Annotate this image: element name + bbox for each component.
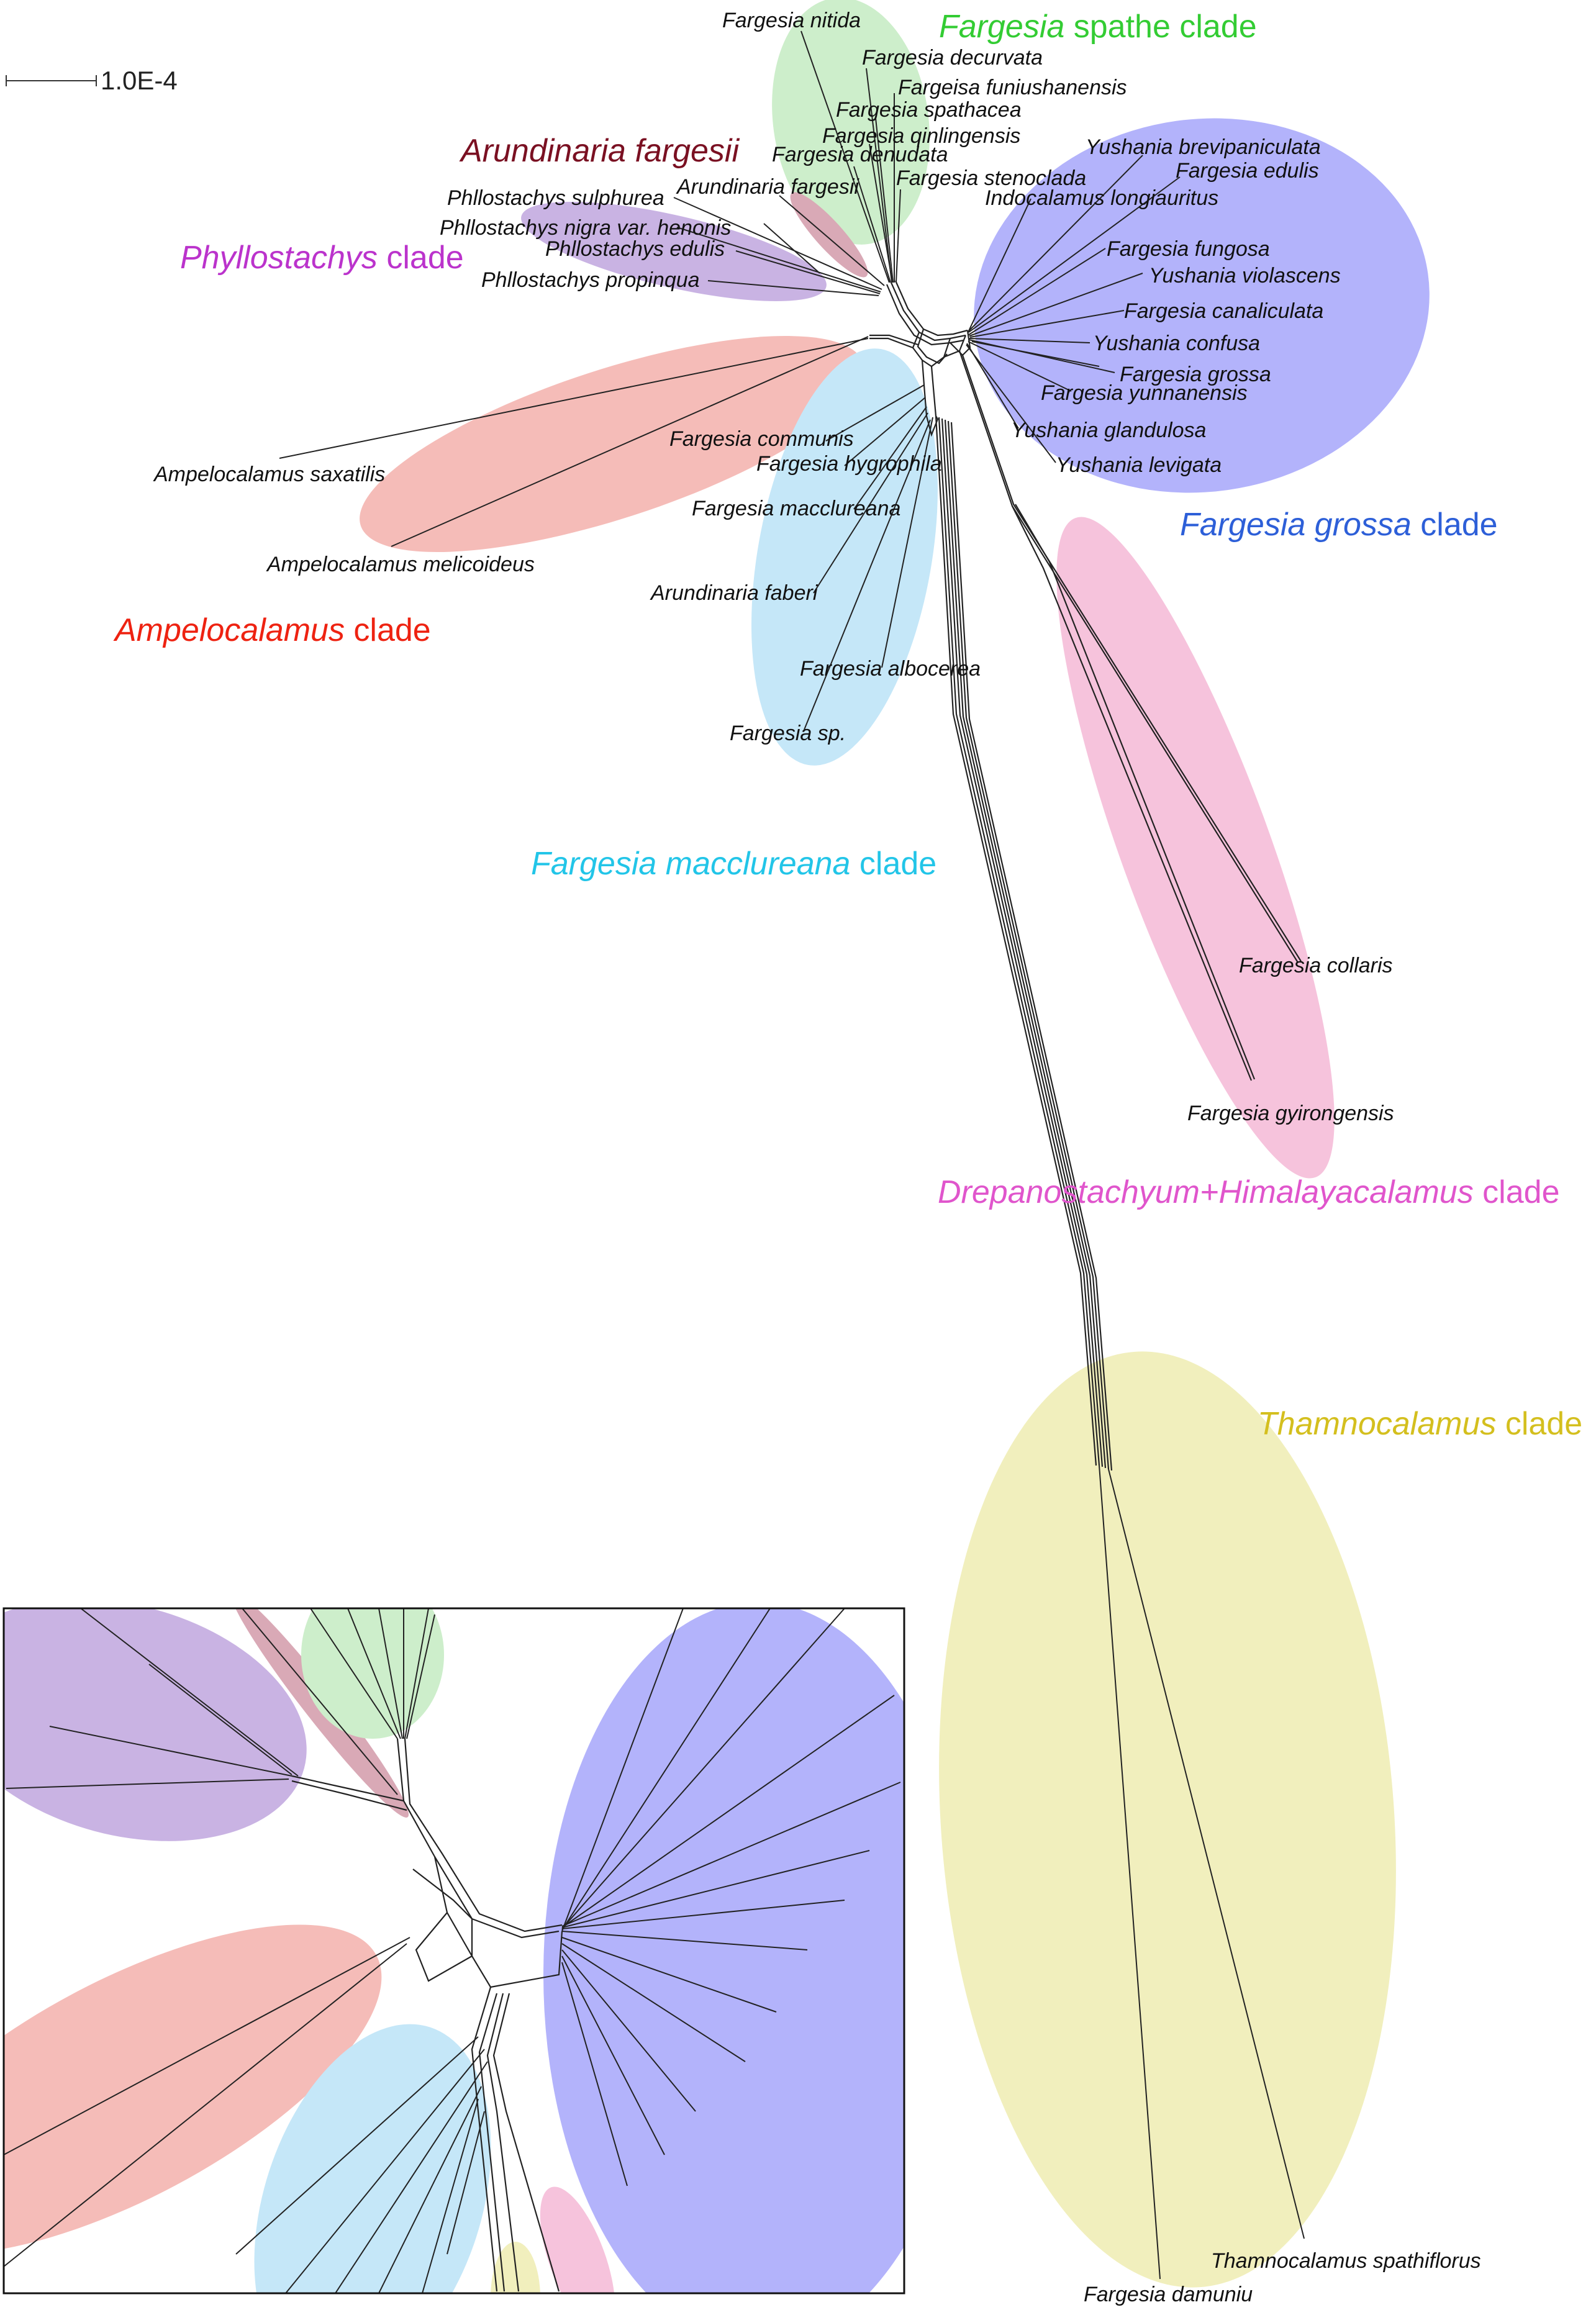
taxon-label: Fargesia grossa — [1120, 363, 1271, 386]
fargesia-spathe-clade-label: Fargesia spathe clade — [939, 9, 1257, 45]
taxon-label: Yushania glandulosa — [1011, 419, 1206, 442]
scale-bar: 1.0E-4 — [6, 66, 178, 95]
taxon-label: Yushania confusa — [1093, 332, 1260, 355]
inset-spathe-ellipse — [301, 1608, 444, 1739]
phyllostachys-clade-label: Phyllostachys clade — [180, 240, 464, 276]
fargesia-macclureana-clade-label: Fargesia macclureana clade — [531, 846, 936, 882]
taxon-label: Ampelocalamus saxatilis — [153, 463, 385, 486]
taxon-label: Fargesia gyirongensis — [1187, 1102, 1394, 1125]
taxon-label: Thamnocalamus spathiflorus — [1211, 2249, 1481, 2273]
taxon-label: Arundinaria faberi — [650, 581, 818, 605]
taxon-label: Phllostachys sulphurea — [447, 186, 664, 210]
taxon-label: Fargesia macclureana — [692, 497, 900, 520]
taxon-label: Fargesia damuniu — [1084, 2283, 1253, 2306]
drepanostachyum-himalayacalamus-clade-label: Drepanostachyum+Himalayacalamus clade — [938, 1174, 1560, 1210]
taxon-label: Fargesia yunnanensis — [1041, 381, 1248, 405]
taxon-label: Fargesia sp. — [730, 722, 846, 745]
taxon-label: Yushania levigata — [1056, 453, 1222, 477]
inset-drepanostachyum-ellipse — [540, 2186, 615, 2293]
taxon-label: Phllostachys edulis — [545, 237, 725, 261]
taxon-label: Phllostachys nigra var. henonis — [440, 216, 731, 240]
thamnocalamus-clade-ellipse — [939, 1351, 1396, 2288]
taxon-label: Yushania violascens — [1149, 264, 1341, 288]
taxon-label: Fargesia qinlingensis — [822, 124, 1020, 148]
network-core — [869, 280, 971, 437]
taxon-label: Fargesia stenoclada — [896, 166, 1086, 190]
inset-grossa-ellipse — [543, 1608, 904, 2293]
taxon-label: Fargesia hygrophila — [756, 452, 942, 476]
taxon-label: Arundinaria fargesii — [676, 175, 859, 199]
taxon-label: Fargesia denudata — [772, 143, 948, 166]
taxon-label: Fargesia decurvata — [862, 46, 1043, 70]
taxon-label: Fargesia edulis — [1176, 159, 1319, 183]
arundinaria-fargesii-ellipse — [790, 192, 868, 278]
taxon-label: Phllostachys propinqua — [481, 268, 700, 292]
inset-ampelocalamus-ellipse — [4, 1924, 382, 2255]
ampelocalamus-clade-label: Ampelocalamus clade — [113, 612, 431, 648]
fargesia-grossa-clade-ellipse — [974, 118, 1430, 493]
taxon-label: Yushania brevipaniculata — [1086, 135, 1321, 159]
arundinaria-fargesii-label: Arundinaria fargesii — [459, 133, 740, 169]
clade-labels: Fargesia spathe clade Arundinaria farges… — [113, 9, 1582, 1442]
drepanostachyum-himalayacalamus-clade-ellipse — [1056, 517, 1335, 1179]
taxon-label: Fargesia communis — [669, 427, 854, 451]
thamnocalamus-clade-label: Thamnocalamus clade — [1258, 1406, 1582, 1442]
inset-phyllostachys-ellipse — [4, 1608, 307, 1841]
fargesia-macclureana-clade-ellipse — [751, 348, 938, 766]
taxon-label: Fargesia canaliculata — [1124, 299, 1323, 323]
taxon-label: Fargesia nitida — [722, 9, 861, 32]
scale-bar-label: 1.0E-4 — [101, 66, 178, 95]
taxon-labels: Fargesia nitida Fargesia decurvata Farge… — [153, 9, 1481, 2306]
taxon-label: Fargesia collaris — [1239, 954, 1393, 977]
taxon-label: Fargesia fungosa — [1107, 237, 1270, 261]
taxon-label: Fargesia spathacea — [836, 98, 1022, 122]
taxon-label: Fargesia albocerea — [800, 657, 981, 681]
network-core-inset — [2, 1607, 905, 2295]
taxon-label: Ampelocalamus melicoideus — [266, 553, 535, 576]
ampelocalamus-clade-ellipse — [360, 336, 864, 552]
fargesia-grossa-clade-label: Fargesia grossa clade — [1180, 507, 1498, 543]
phyllostachys-clade-ellipse — [521, 201, 827, 302]
network-branches — [279, 30, 1305, 2280]
taxon-label: Indocalamus longiauritus — [985, 186, 1218, 210]
taxon-label: Fargeisa funiushanensis — [898, 76, 1127, 99]
